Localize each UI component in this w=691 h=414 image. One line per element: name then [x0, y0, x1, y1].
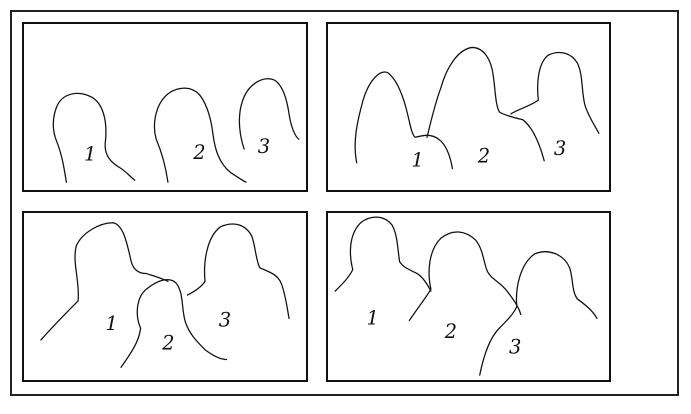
silhouette-3: [510, 51, 600, 134]
label-3: 3: [509, 336, 521, 359]
silhouette-1: [354, 71, 454, 170]
label-2: 2: [192, 141, 205, 164]
silhouette-1: [40, 222, 169, 341]
outer-frame: [10, 10, 679, 396]
label-3: 3: [258, 135, 270, 158]
label-1: 1: [84, 143, 96, 166]
panel-1-drawing: 1 2 3: [52, 78, 300, 183]
panel-2-drawing: 1 2 3: [354, 46, 600, 172]
silhouette-2: [426, 46, 545, 162]
label-2: 2: [444, 320, 457, 343]
silhouette-1: [334, 216, 432, 292]
silhouette-2: [153, 87, 247, 183]
silhouette-2: [408, 231, 522, 322]
panel-1: 1 2 3: [22, 22, 308, 192]
panel-3-drawing: 1 2 3: [40, 222, 290, 368]
silhouette-3: [186, 223, 290, 320]
panel-4-drawing: 1 2 3: [334, 216, 598, 376]
silhouette-3: [238, 78, 300, 150]
silhouette-2: [120, 279, 228, 368]
label-2: 2: [161, 332, 174, 355]
label-3: 3: [554, 137, 566, 160]
silhouette-1: [52, 92, 136, 183]
label-1: 1: [411, 149, 423, 172]
silhouette-3: [479, 251, 598, 376]
label-2: 2: [477, 145, 490, 168]
panel-4: 1 2 3: [326, 211, 611, 382]
label-1: 1: [366, 306, 378, 329]
panel-2: 1 2 3: [326, 22, 611, 192]
label-3: 3: [219, 308, 231, 331]
label-1: 1: [105, 312, 117, 335]
panel-3: 1 2 3: [22, 211, 308, 382]
